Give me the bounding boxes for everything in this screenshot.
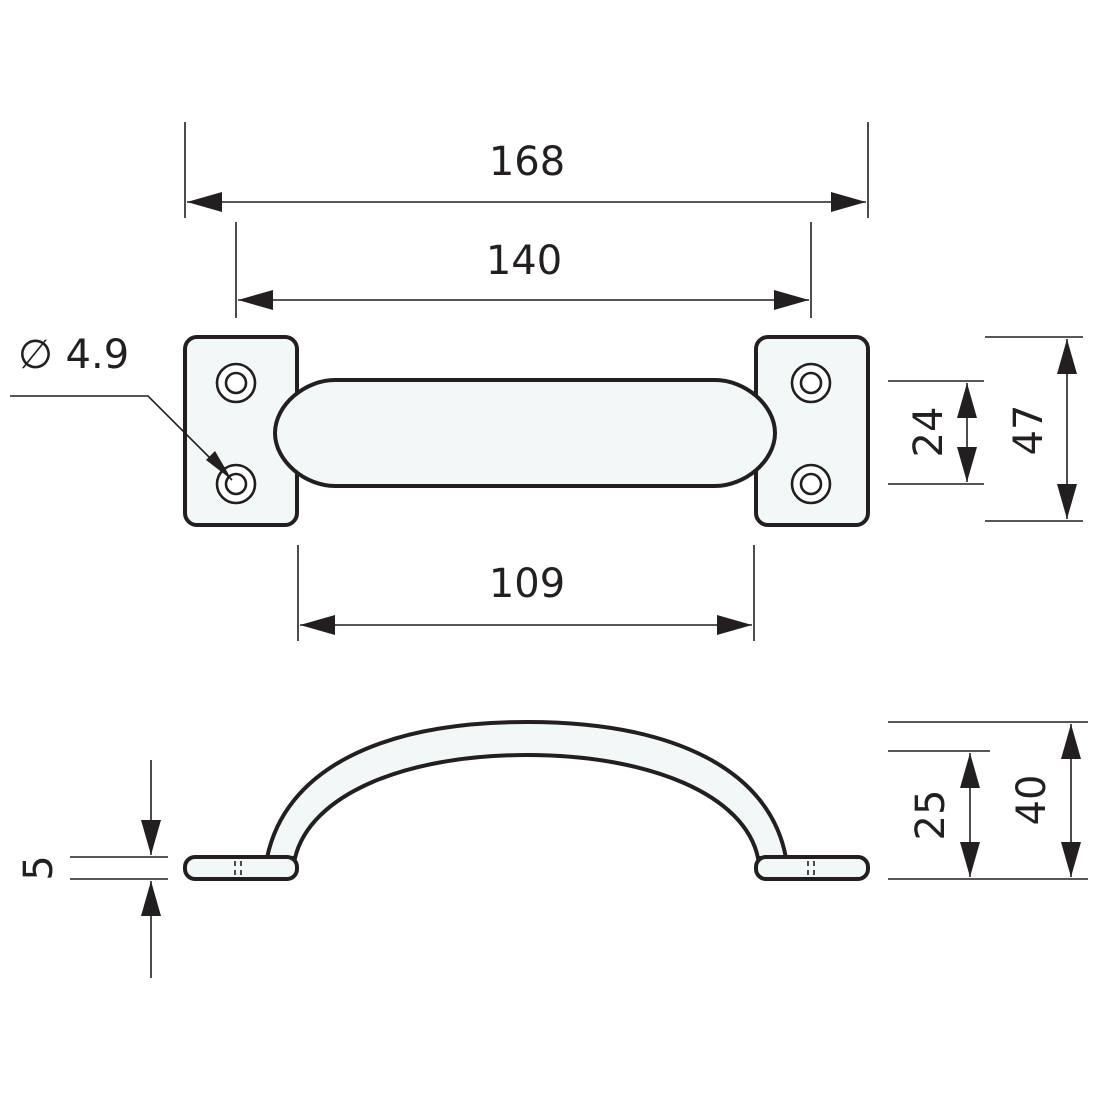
dimension-grip-width: 24 (888, 380, 984, 485)
dimension-label-47: 47 (1006, 405, 1052, 456)
dimension-base-width: 47 (985, 336, 1083, 522)
dimension-label-5: 5 (16, 855, 62, 880)
dimension-grip-clearance: 25 (888, 750, 990, 880)
grip-top (272, 378, 778, 488)
dimension-label-140: 140 (486, 238, 562, 284)
mounting-hole-top-left (215, 362, 257, 404)
dimension-label-24: 24 (906, 407, 952, 458)
side-view: 5 25 40 (16, 719, 1088, 978)
dimension-overall-height: 40 (888, 721, 1088, 880)
right-foot-plate (754, 855, 870, 881)
dimension-hole-spacing: 140 (235, 222, 812, 318)
dimension-label-109: 109 (489, 561, 565, 607)
mounting-hole-top-right (790, 362, 832, 404)
handle-arch (264, 719, 789, 860)
dimension-label-hole-diameter: ∅ 4.9 (18, 332, 129, 378)
top-view: 168 140 109 ∅ 4.9 (10, 122, 1083, 641)
mounting-hole-bottom-right (790, 463, 832, 505)
dimension-label-25: 25 (908, 790, 954, 841)
dimension-plate-thickness: 5 (16, 760, 168, 978)
dimension-hole-diameter: ∅ 4.9 (10, 332, 233, 481)
dimension-overall-length: 168 (184, 122, 869, 218)
dimension-label-168: 168 (489, 139, 565, 185)
left-foot-plate (183, 855, 299, 881)
dimension-label-40: 40 (1009, 775, 1055, 826)
dimension-grip-length: 109 (297, 545, 755, 641)
